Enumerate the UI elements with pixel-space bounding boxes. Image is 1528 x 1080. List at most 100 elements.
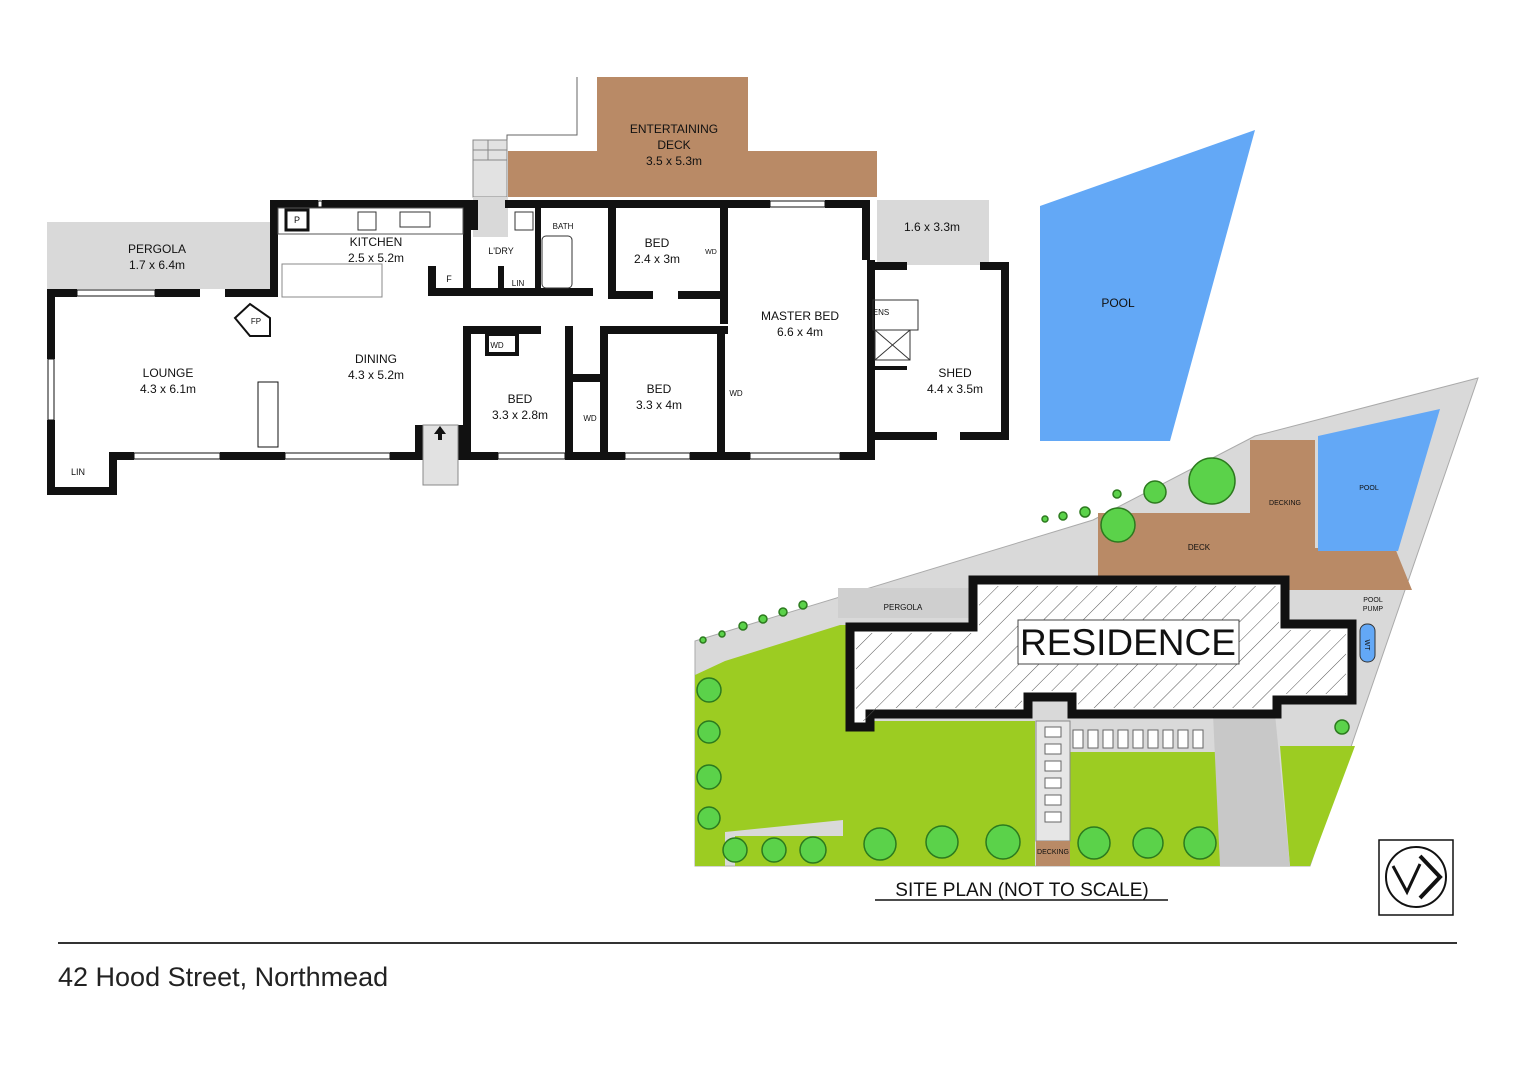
pergola-area [47, 222, 272, 289]
wall [458, 425, 466, 460]
window [257, 381, 279, 448]
wall [717, 326, 725, 460]
wall [485, 332, 519, 356]
tree-icon [799, 836, 827, 864]
bathtub [541, 235, 573, 289]
wall [867, 366, 907, 370]
wall [47, 487, 117, 495]
bed3-label: BED [647, 382, 672, 396]
pergola-label: PERGOLA [128, 242, 186, 256]
trees [696, 457, 1350, 864]
laundry-linen-label: LIN [512, 279, 525, 288]
wall [620, 200, 770, 208]
bed1-wardrobe-label: WD [705, 249, 717, 256]
deck-steps [472, 139, 508, 198]
dining-label: DINING [355, 352, 397, 366]
master-bed-label: MASTER BED [761, 309, 839, 323]
window [133, 452, 221, 460]
kitchen-label: KITCHEN [350, 235, 403, 249]
tree-icon [863, 827, 897, 861]
wall [415, 425, 423, 460]
lounge-linen-box [55, 458, 109, 487]
window [769, 200, 826, 208]
floor-plan: ENTERTAINING DECK 3.5 x 5.3m PERGOLA 1.7… [47, 77, 1255, 495]
wall [565, 374, 600, 382]
wall [458, 452, 498, 460]
wall [862, 200, 870, 260]
wall [565, 326, 573, 460]
lawn-left [725, 625, 1035, 836]
deck-stair-outline [506, 77, 578, 151]
shower-cross [874, 329, 911, 361]
laundry-tub [514, 211, 534, 231]
window [317, 200, 323, 208]
tree-icon [696, 764, 722, 790]
tree-icon [1058, 511, 1068, 521]
fridge-box [436, 268, 462, 288]
cooktop [357, 211, 377, 231]
tree-icon [738, 621, 748, 631]
paver [1102, 729, 1114, 749]
wall [270, 200, 278, 235]
tree-icon [718, 630, 726, 638]
wall [463, 326, 471, 460]
wall [840, 452, 875, 460]
bed2-wardrobe-label: WD [490, 341, 504, 350]
wall [608, 291, 653, 299]
wall [109, 452, 117, 495]
tree-icon [758, 614, 768, 624]
wall [600, 326, 608, 460]
wall [600, 326, 728, 334]
residence-label-box [1017, 619, 1240, 665]
tree-icon [697, 720, 721, 744]
wall [1001, 262, 1009, 440]
wall [270, 235, 278, 297]
step [1044, 760, 1062, 772]
entertaining-deck-area [508, 77, 877, 197]
lounge-size: 4.3 x 6.1m [140, 382, 196, 396]
laundry-porch [473, 197, 508, 237]
paver [1192, 729, 1204, 749]
pool-pump-label-2: PUMP [1363, 606, 1384, 613]
wall [47, 289, 55, 359]
site-pool-label: POOL [1359, 485, 1379, 492]
paver [1072, 729, 1084, 749]
pool-top [1040, 130, 1255, 441]
wall [960, 432, 1009, 440]
tree-icon [1183, 826, 1217, 860]
pavers [1072, 729, 1204, 749]
window [47, 358, 55, 421]
window [76, 289, 156, 297]
wall [463, 288, 593, 296]
shed-label: SHED [938, 366, 972, 380]
wall [498, 266, 504, 296]
room-labels: ENTERTAINING DECK 3.5 x 5.3m PERGOLA 1.7… [71, 122, 1135, 477]
bath-label: BATH [553, 222, 574, 231]
lounge-linen-label: LIN [71, 467, 85, 477]
fireplace-label: FP [251, 317, 261, 326]
step [1044, 743, 1062, 755]
step [1044, 777, 1062, 789]
wall [47, 289, 77, 297]
tree-icon [1079, 506, 1091, 518]
step [1044, 794, 1062, 806]
tree-icon [722, 837, 748, 863]
side-area-size: 1.6 x 3.3m [904, 220, 960, 234]
sink [399, 211, 431, 228]
tree-icon [1132, 827, 1164, 859]
tree-icon [697, 806, 721, 830]
bed2-label: BED [508, 392, 533, 406]
paver [1147, 729, 1159, 749]
master-bed-size: 6.6 x 4m [777, 325, 823, 339]
bed3-wardrobe-label: WD [583, 414, 597, 423]
tree-icon [1188, 457, 1236, 505]
north-arrow-circle [1385, 846, 1447, 908]
entertaining-deck-size: 3.5 x 5.3m [646, 154, 702, 168]
interior-walls [428, 204, 728, 460]
residence-label: RESIDENCE [1020, 622, 1236, 663]
tree-icon [1143, 480, 1167, 504]
pool-top-label: POOL [1101, 296, 1135, 310]
entry-steps [422, 424, 459, 486]
kitchen-size: 2.5 x 5.2m [348, 251, 404, 265]
wall [980, 262, 1008, 270]
